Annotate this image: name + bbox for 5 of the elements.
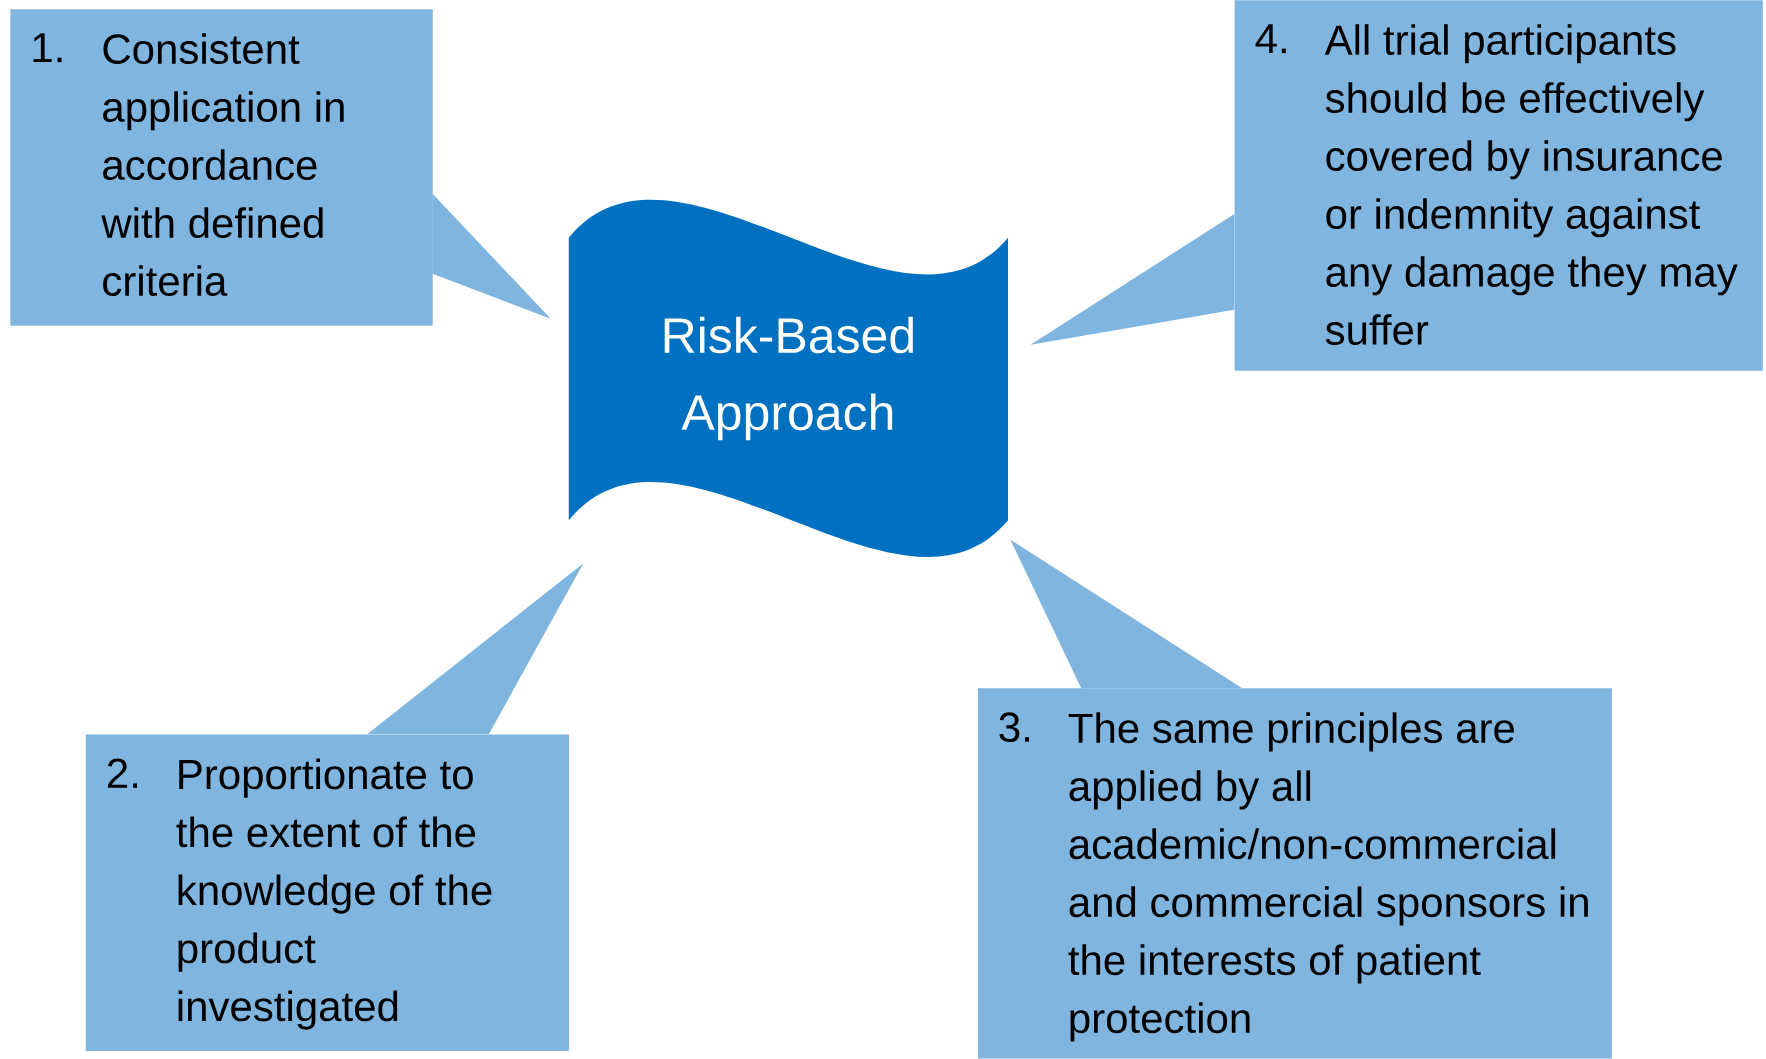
callout-box: 1. Consistent application in accordance with defined criteria xyxy=(10,9,551,326)
wave-banner: Risk-Based Approach xyxy=(568,200,1009,557)
callout-box: 3. The same principles are applied by all academic/non-commercial and commercial sponsors in the interests of patient protection xyxy=(977,539,1612,1059)
callout-box: 2. Proportionate to the extent of the knowledge of the product investigated xyxy=(85,563,584,1052)
callout-box: 4. All trial participants should be effectively covered by insurance or indemnity against any damage they may suffer xyxy=(1030,0,1763,371)
